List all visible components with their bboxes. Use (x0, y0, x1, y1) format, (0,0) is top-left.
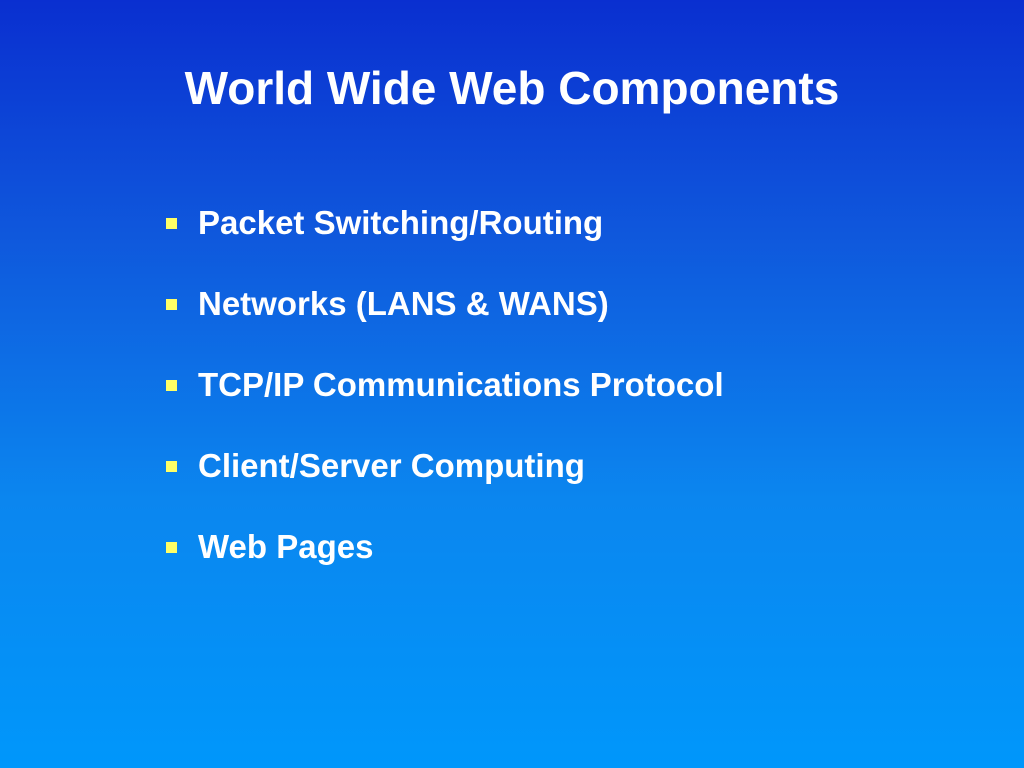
bullet-item: Networks (LANS & WANS) (166, 279, 724, 329)
bullet-item: Client/Server Computing (166, 441, 724, 491)
square-bullet-icon (166, 379, 177, 391)
bullet-text: Packet Switching/Routing (198, 204, 604, 241)
bullet-text: Networks (LANS & WANS) (198, 285, 609, 322)
square-bullet-icon (166, 217, 177, 229)
square-bullet-icon (166, 460, 177, 472)
bullet-list: Packet Switching/Routing Networks (LANS … (166, 198, 724, 603)
bullet-item: Web Pages (166, 522, 724, 572)
bullet-text: Client/Server Computing (198, 447, 585, 484)
bullet-item: Packet Switching/Routing (166, 198, 724, 248)
bullet-text: TCP/IP Communications Protocol (198, 366, 724, 403)
square-bullet-icon (166, 541, 177, 553)
bullet-item: TCP/IP Communications Protocol (166, 360, 724, 410)
square-bullet-icon (166, 298, 177, 310)
slide-title: World Wide Web Components (184, 62, 840, 114)
bullet-text: Web Pages (198, 528, 374, 565)
